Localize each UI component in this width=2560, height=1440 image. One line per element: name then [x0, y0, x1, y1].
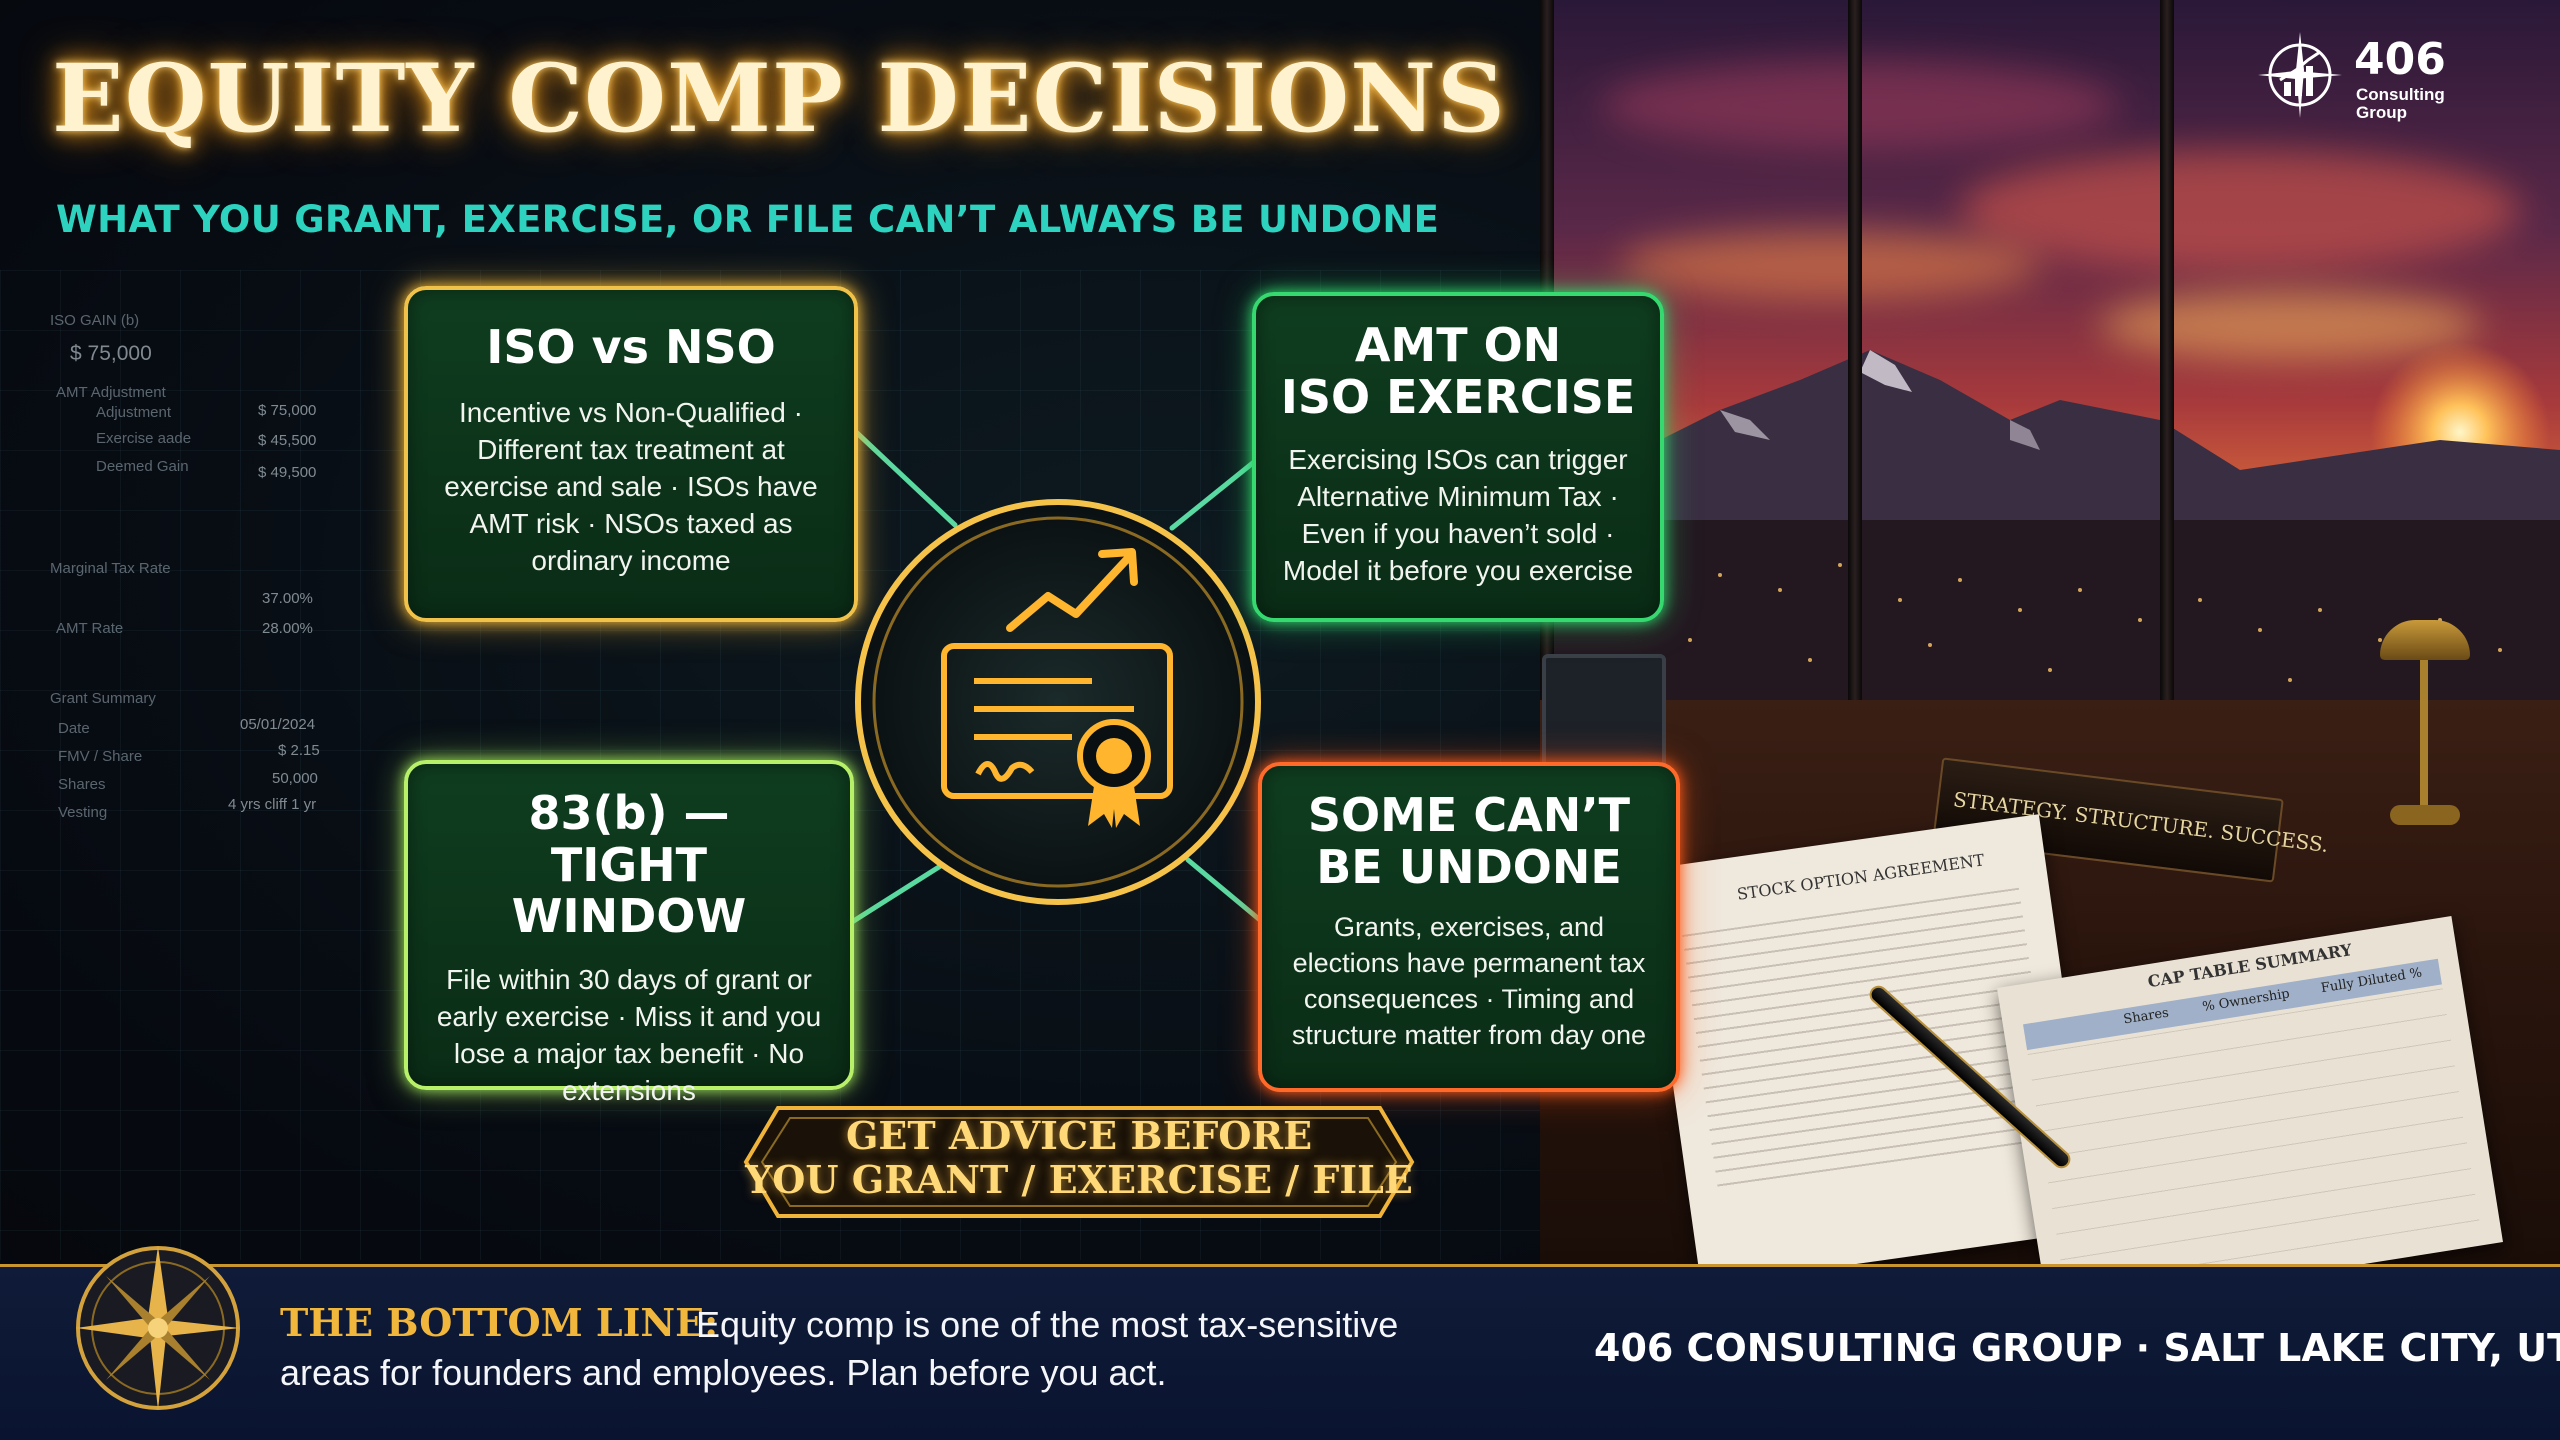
card-83b-body: File within 30 days of grant or early ex… — [436, 963, 822, 1106]
cta-line2: YOU GRANT / EXERCISE / FILE — [745, 1157, 1413, 1202]
logo-number: 406 — [2354, 34, 2446, 85]
cta-banner-frame — [743, 1106, 1415, 1218]
page-subtitle: WHAT YOU GRANT, EXERCISE, OR FILE CAN’T … — [56, 198, 1440, 241]
card-some-cant-be-undone: SOME CAN’T BE UNDONE Grants, exercises, … — [1258, 762, 1680, 1092]
compass-rose-icon — [76, 1246, 240, 1410]
bg-iso-gain-value: $ 75,000 — [70, 342, 152, 365]
bg-grant-label: Vesting — [58, 804, 108, 821]
bg-amt-adjustment: AMT Adjustment — [56, 384, 166, 401]
bottom-line-text-line2: areas for founders and employees. Plan b… — [280, 1352, 1167, 1393]
bg-row-value: $ 75,000 — [258, 402, 317, 419]
bottom-line-label: THE BOTTOM LINE: — [280, 1300, 719, 1345]
bg-grant-label: Shares — [58, 776, 106, 793]
logo-name-line2: Group — [2356, 103, 2407, 122]
cta-text: GET ADVICE BEFORE YOU GRANT / EXERCISE /… — [742, 1114, 1416, 1202]
card-undone-title-line2: BE UNDONE — [1316, 839, 1622, 894]
card-undone-title: SOME CAN’T BE UNDONE — [1286, 788, 1652, 894]
bg-row-label: Exercise aade — [96, 430, 192, 447]
bg-amt-rate-value: 28.00% — [262, 620, 313, 637]
bottom-line-text-line1: Equity comp is one of the most tax-sensi… — [696, 1304, 1399, 1345]
bg-grant-value: $ 2.15 — [278, 742, 320, 759]
footer-company-location: 406 CONSULTING GROUP · SALT LAKE CITY, U… — [1594, 1326, 2560, 1370]
bg-amt-rate-label: AMT Rate — [56, 620, 124, 637]
logo-name-line1: Consulting — [2356, 85, 2445, 104]
bg-marginal-value: 37.00% — [262, 590, 313, 607]
cta-banner: GET ADVICE BEFORE YOU GRANT / EXERCISE /… — [742, 1104, 1416, 1220]
card-amt-title-line1: AMT ON — [1354, 318, 1562, 372]
bg-row-label: Deemed Gain — [96, 458, 189, 475]
card-83b-title-line1: 83(b) — — [528, 786, 730, 840]
bg-grant-value: 4 yrs cliff 1 yr — [228, 796, 317, 813]
card-undone-body: Grants, exercises, and elections have pe… — [1291, 912, 1647, 1051]
logo-name: Consulting Group — [2356, 86, 2466, 122]
card-83b-tight-window: 83(b) — TIGHT WINDOW File within 30 days… — [404, 760, 854, 1106]
stock-certificate-icon — [941, 643, 1173, 799]
card-iso-body: Incentive vs Non-Qualified · Different t… — [444, 396, 818, 576]
cta-line1: GET ADVICE BEFORE — [845, 1113, 1313, 1158]
bg-grant-value: 05/01/2024 — [240, 716, 316, 733]
stock-certificate-emblem — [855, 499, 1261, 905]
card-83b-title-line2: TIGHT WINDOW — [511, 837, 747, 944]
bg-row-label: Adjustment — [96, 404, 172, 421]
card-amt-on-iso-exercise: AMT ON ISO EXERCISE Exercising ISOs can … — [1252, 292, 1664, 622]
card-amt-title-line2: ISO EXERCISE — [1280, 369, 1636, 424]
bg-grant-label: FMV / Share — [58, 748, 143, 765]
card-amt-body: Exercising ISOs can trigger Alternative … — [1282, 444, 1634, 587]
upward-trend-arrow-icon — [1006, 548, 1138, 632]
desk-lamp-icon — [2360, 620, 2500, 860]
bg-marginal-label: Marginal Tax Rate — [50, 560, 171, 577]
company-logo: 406 Consulting Group — [2250, 30, 2530, 122]
page-title: EQUITY COMP DECISIONS — [52, 44, 1506, 154]
bg-grant-value: 50,000 — [272, 770, 318, 787]
card-iso-title: ISO vs NSO — [486, 320, 776, 374]
bg-row-value: $ 45,500 — [258, 432, 317, 449]
bg-grant-label: Date — [58, 720, 90, 737]
bg-iso-gain-label: ISO GAIN (b) — [50, 312, 140, 329]
logo-compass-chart-icon — [2258, 32, 2342, 118]
card-amt-title: AMT ON ISO EXERCISE — [1280, 318, 1636, 424]
bg-row-value: $ 49,500 — [258, 464, 317, 481]
footer-bar — [0, 1264, 2560, 1440]
bg-grant-summary: Grant Summary — [50, 690, 156, 707]
card-undone-title-line1: SOME CAN’T — [1307, 788, 1631, 842]
card-83b-title: 83(b) — TIGHT WINDOW — [432, 786, 826, 944]
award-ribbon-icon — [1077, 719, 1151, 828]
card-iso-vs-nso: ISO vs NSO Incentive vs Non-Qualified · … — [404, 286, 858, 622]
